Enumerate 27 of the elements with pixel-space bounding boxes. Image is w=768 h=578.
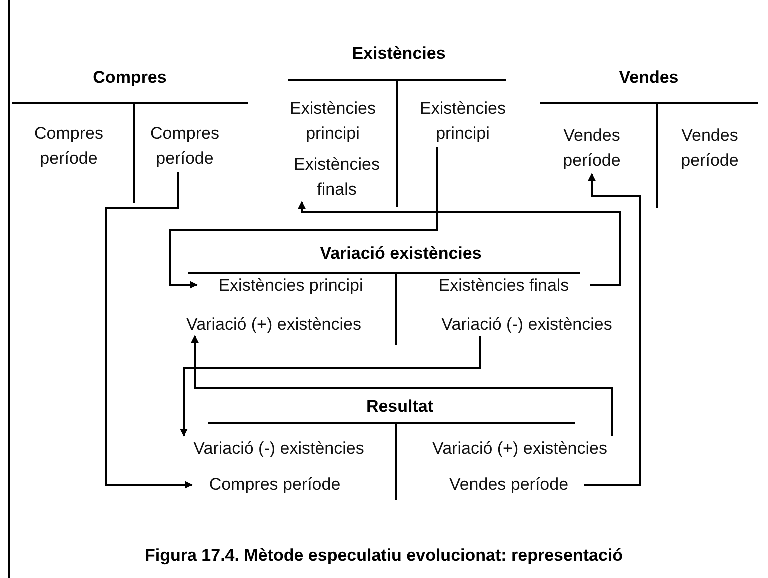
account-entry: Existències finals bbox=[293, 154, 381, 201]
account-title: Compres bbox=[93, 68, 167, 88]
arrow bbox=[584, 173, 641, 486]
account-entry: Variació (+) existències bbox=[432, 438, 608, 460]
account-entry: Variació (+) existències bbox=[186, 314, 362, 336]
account-title: Resultat bbox=[366, 396, 434, 416]
account-entry: Compres període bbox=[150, 123, 220, 170]
account-title: Existències bbox=[352, 44, 446, 64]
account-entry: Vendes període bbox=[449, 474, 569, 496]
account-entry: Existències principi bbox=[218, 274, 364, 296]
account-entry: Existències principi bbox=[419, 98, 507, 145]
account-entry: Variació (-) existències bbox=[194, 438, 364, 460]
arrow bbox=[180, 336, 481, 437]
arrow bbox=[105, 172, 193, 489]
arrow bbox=[169, 147, 438, 289]
account-entry: Compres període bbox=[209, 474, 341, 496]
account-entry: Existències finals bbox=[438, 274, 570, 296]
arrow bbox=[298, 201, 621, 286]
account-entry: Variació (-) existències bbox=[442, 314, 612, 336]
arrow bbox=[191, 335, 613, 436]
account-entry: Vendes període bbox=[680, 125, 740, 172]
account-title: Variació existències bbox=[320, 244, 482, 264]
account-title: Vendes bbox=[619, 68, 679, 88]
account-entry: Existències principi bbox=[289, 98, 377, 145]
account-entry: Vendes període bbox=[562, 125, 622, 172]
account-entry: Compres període bbox=[34, 123, 104, 170]
caption: Figura 17.4. Mètode especulatiu evolucionat: representació bbox=[144, 545, 624, 567]
